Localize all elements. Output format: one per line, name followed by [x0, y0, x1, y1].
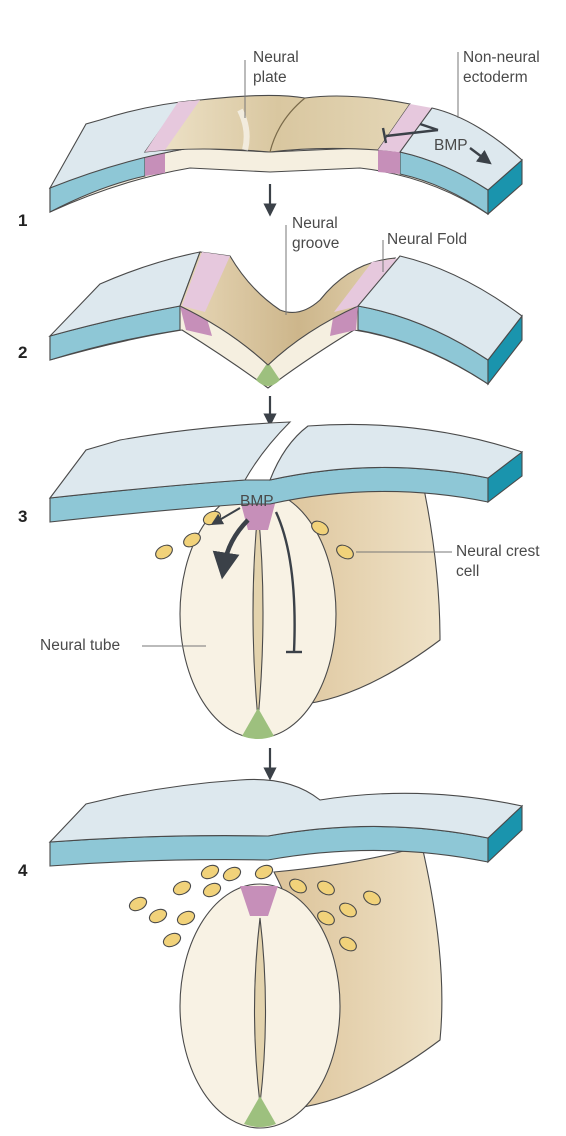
label-bmp-stage3: BMP — [240, 493, 274, 510]
stage1-border-right — [378, 150, 400, 174]
stage-4-neural-tube-separated — [50, 779, 522, 1128]
label-neural-groove-line2: groove — [292, 235, 339, 252]
label-neural-groove-line1: Neural — [292, 215, 338, 232]
stage-1-neural-plate — [50, 95, 522, 214]
step-label-4: 4 — [18, 861, 28, 880]
step-label-2: 2 — [18, 343, 27, 362]
label-neural-fold: Neural Fold — [387, 231, 467, 248]
stage4-crest-cell — [147, 907, 168, 925]
stage4-crest-cell — [199, 863, 220, 881]
stage4-crest-cell — [171, 879, 192, 897]
stage4-crest-cell — [175, 909, 196, 927]
step-label-1: 1 — [18, 211, 27, 230]
stage4-crest-cell — [221, 865, 242, 883]
label-bmp-stage1: BMP — [434, 137, 468, 154]
stage4-crest-cell — [161, 931, 182, 949]
label-non-neural-line2: ectoderm — [463, 69, 528, 86]
label-neural-tube: Neural tube — [40, 637, 120, 654]
label-neural-crest-line2: cell — [456, 563, 479, 580]
label-non-neural-line1: Non-neural — [463, 49, 540, 66]
label-neural-plate-line2: plate — [253, 69, 287, 86]
stage3-crest-cell — [153, 542, 175, 561]
step-label-3: 3 — [18, 507, 27, 526]
stage-3-neural-tube-closing — [50, 422, 522, 739]
stage4-crest-cell — [253, 863, 274, 881]
label-neural-crest-line1: Neural crest — [456, 543, 540, 560]
label-neural-plate-line1: Neural — [253, 49, 299, 66]
stage4-crest-cell — [127, 895, 148, 913]
stage4-crest-cell — [201, 881, 222, 899]
